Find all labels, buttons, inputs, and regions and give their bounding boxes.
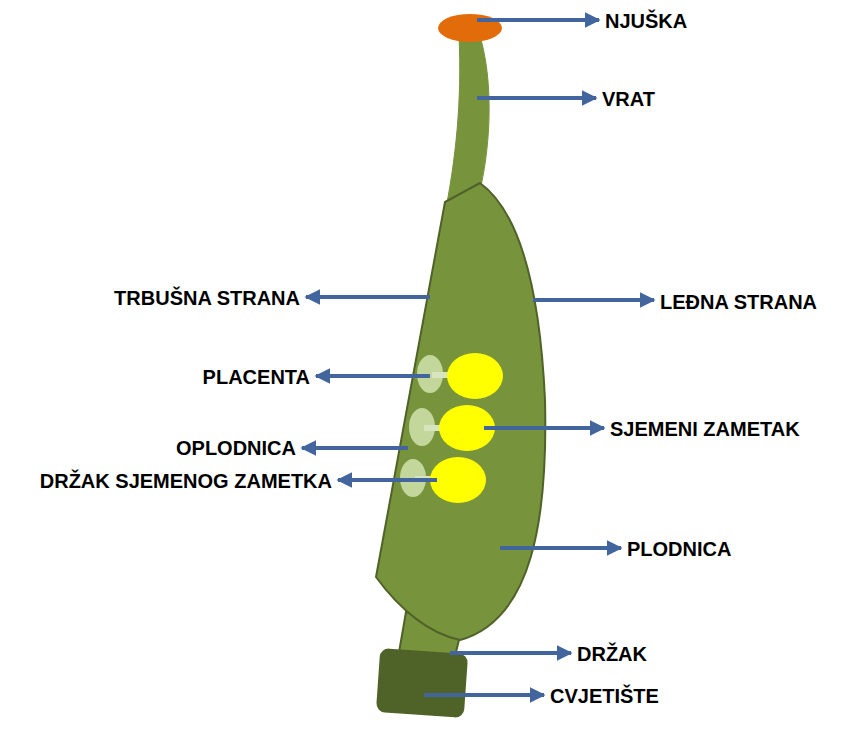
leader-arrow: [484, 426, 604, 430]
leader-arrow: [338, 478, 437, 482]
part-label: NJUŠKA: [605, 9, 687, 33]
leader-arrow: [302, 446, 408, 450]
part-label: PLACENTA: [203, 365, 310, 389]
part-label: SJEMENI ZAMETAK: [610, 417, 800, 441]
leader-arrow: [316, 374, 430, 378]
leader-arrow: [533, 298, 654, 302]
part-label: PLODNICA: [627, 537, 731, 561]
leader-arrow: [450, 651, 571, 655]
leader-arrow: [477, 96, 596, 100]
part-label: VRAT: [602, 87, 655, 111]
part-label: DRŽAK: [577, 642, 647, 666]
part-label: TRBUŠNA STRANA: [114, 286, 300, 310]
leader-arrow: [306, 295, 430, 299]
part-label: LEĐNA STRANA: [660, 290, 817, 314]
receptacle: [376, 648, 468, 718]
leader-arrow: [477, 18, 599, 22]
leader-arrow: [424, 693, 544, 697]
ovary: [376, 183, 545, 640]
part-label: DRŽAK SJEMENOG ZAMETKA: [40, 469, 332, 493]
part-label: CVJETIŠTE: [550, 684, 659, 708]
leader-arrow: [500, 546, 621, 550]
part-label: OPLODNICA: [176, 436, 296, 460]
